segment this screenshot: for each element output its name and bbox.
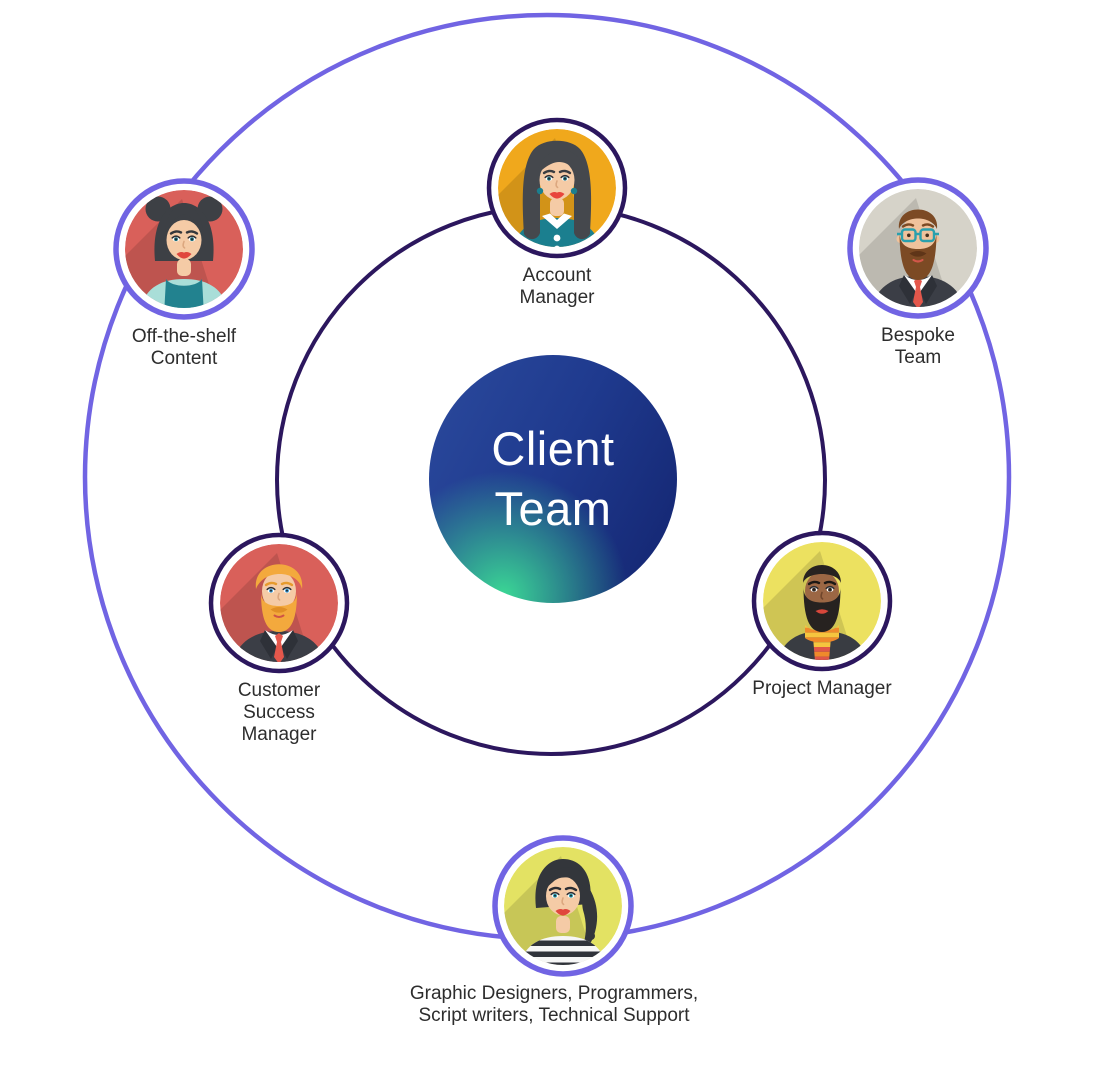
node-customer-success-manager: Customer Success Manager <box>109 531 449 747</box>
node-label: Bespoke Team <box>881 325 955 369</box>
bespoke-team-avatar-icon <box>847 177 989 319</box>
production-team-avatar-icon <box>492 835 634 977</box>
node-label: Graphic Designers, Programmers, Script w… <box>409 983 699 1027</box>
node-label: Off-the-shelf Content <box>131 326 237 370</box>
node-account-manager: Account Manager <box>387 116 727 309</box>
node-off-the-shelf-content: Off-the-shelf Content <box>14 177 354 370</box>
node-label: Project Manager <box>752 678 892 699</box>
client-team-circle: Client Team <box>429 355 677 603</box>
node-label: Customer Success Manager <box>237 680 321 746</box>
off-the-shelf-content-avatar-icon <box>113 178 255 320</box>
node-project-manager: Project Manager <box>652 529 992 700</box>
customer-success-manager-avatar-icon <box>208 532 350 674</box>
project-manager-avatar-icon <box>751 530 893 672</box>
account-manager-avatar-icon <box>486 117 628 259</box>
client-team-label: Client Team <box>491 421 615 535</box>
node-bespoke-team: Bespoke Team <box>748 176 1088 369</box>
node-label: Account Manager <box>519 265 595 309</box>
node-production-team: Graphic Designers, Programmers, Script w… <box>393 834 733 1027</box>
